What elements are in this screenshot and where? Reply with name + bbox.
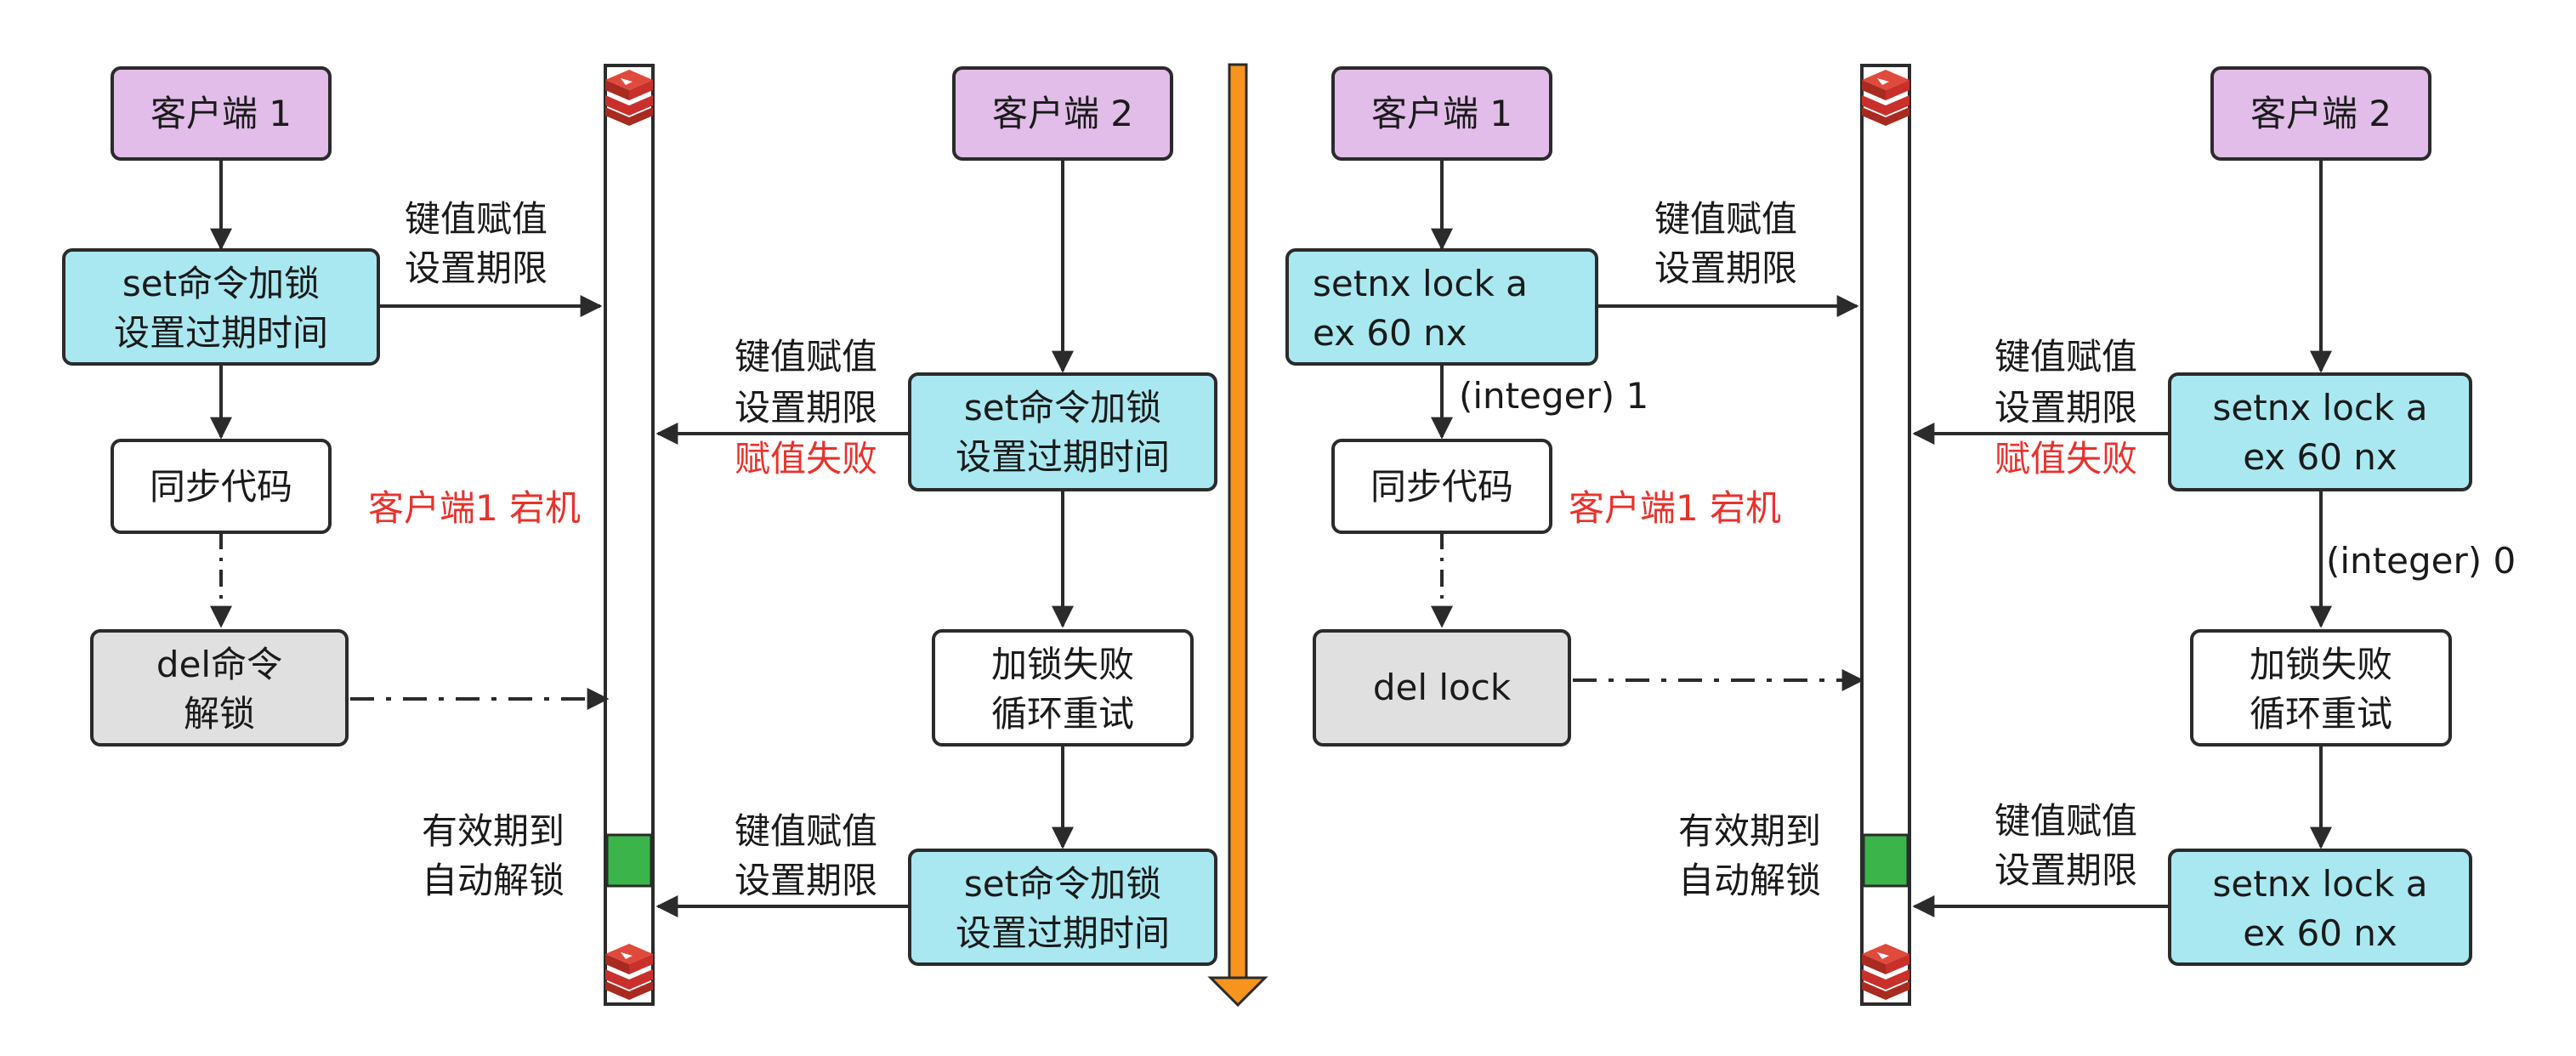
c1-del-line2: 解锁 bbox=[184, 693, 255, 735]
c1-del-line1: del命令 bbox=[156, 644, 282, 685]
expiry-label-line1: 有效期到 bbox=[1678, 810, 1821, 852]
left-panel: 客户端 1 set命令加锁 设置过期时间 键值赋值 设置期限 同步代码 客户端1… bbox=[62, 64, 1217, 1006]
expiry-label-line2: 自动解锁 bbox=[422, 860, 565, 901]
c1-del-label: del lock bbox=[1373, 667, 1512, 708]
right-panel: 客户端 1 setnx lock a ex 60 nx 键值赋值 设置期限 (i… bbox=[1285, 64, 2516, 1006]
c1-arrow-label-line2: 设置期限 bbox=[405, 247, 548, 289]
c2-arrow-label-line2: 设置期限 bbox=[1994, 387, 2137, 429]
c2-retry-line1: 加锁失败 bbox=[991, 644, 1134, 685]
c1-crash-label: 客户端1 宕机 bbox=[1569, 487, 1781, 529]
c1-del-box bbox=[90, 629, 349, 747]
c2-fail-label: 赋值失败 bbox=[735, 438, 877, 480]
c2-set-command2-line1: set命令加锁 bbox=[964, 863, 1161, 905]
c2-setnx-command2-box bbox=[2168, 849, 2472, 966]
c2-setnx2-line1: setnx lock a bbox=[2213, 863, 2428, 905]
c2-retry-line2: 循环重试 bbox=[991, 693, 1134, 735]
c1-sync-label: 同步代码 bbox=[1370, 466, 1513, 508]
c2-arrow-label2-line1: 键值赋值 bbox=[1994, 800, 2137, 842]
c2-retry-line2: 循环重试 bbox=[2250, 693, 2392, 735]
orange-divider-arrow bbox=[1207, 63, 1268, 1008]
c2-set-command-line2: 设置过期时间 bbox=[956, 436, 1170, 478]
expiry-label-line1: 有效期到 bbox=[422, 810, 565, 852]
c2-arrow-label-line2: 设置期限 bbox=[735, 387, 877, 429]
redis-logo-icon bbox=[1862, 944, 1909, 1000]
c1-arrow-label-line2: 设置期限 bbox=[1654, 247, 1797, 289]
c2-set-command2-line2: 设置过期时间 bbox=[956, 912, 1170, 954]
c2-setnx2-line2: ex 60 nx bbox=[2243, 912, 2397, 954]
c2-arrow-label2-line2: 设置期限 bbox=[1994, 849, 2137, 891]
c2-arrow-label2-line2: 设置期限 bbox=[735, 860, 877, 901]
client1-label: 客户端 1 bbox=[1371, 93, 1512, 134]
c1-set-command-line2: 设置过期时间 bbox=[114, 312, 328, 354]
c1-setnx-line1: setnx lock a bbox=[1313, 263, 1528, 304]
c2-reply-label: (integer) 0 bbox=[2326, 540, 2516, 582]
c1-crash-label: 客户端1 宕机 bbox=[368, 487, 581, 529]
c2-set-command-line1: set命令加锁 bbox=[964, 387, 1161, 429]
redis-logo-icon bbox=[605, 944, 653, 1000]
c2-arrow-label2-line1: 键值赋值 bbox=[735, 810, 877, 852]
client1-label: 客户端 1 bbox=[150, 93, 292, 134]
redis-logo-icon bbox=[1862, 70, 1909, 126]
c2-arrow-label-line1: 键值赋值 bbox=[735, 336, 877, 378]
expiry-block bbox=[605, 833, 653, 888]
c1-set-command-line1: set命令加锁 bbox=[122, 263, 320, 304]
c2-setnx-line2: ex 60 nx bbox=[2243, 436, 2397, 478]
c1-reply-label: (integer) 1 bbox=[1459, 375, 1648, 417]
client2-label: 客户端 2 bbox=[992, 93, 1133, 134]
c1-del-box bbox=[1313, 629, 1571, 747]
c2-set-command2-box bbox=[908, 849, 1217, 966]
c2-fail-label: 赋值失败 bbox=[1994, 438, 2137, 480]
expiry-block bbox=[1862, 833, 1909, 888]
c2-setnx-line1: setnx lock a bbox=[2213, 387, 2428, 429]
c2-retry-line1: 加锁失败 bbox=[2250, 644, 2392, 685]
c1-setnx-line2: ex 60 nx bbox=[1313, 312, 1467, 354]
redis-logo-icon bbox=[605, 70, 653, 126]
c1-arrow-label-line1: 键值赋值 bbox=[405, 198, 548, 240]
expiry-label-line2: 自动解锁 bbox=[1678, 860, 1821, 901]
c1-sync-label: 同步代码 bbox=[150, 466, 292, 508]
c2-arrow-label-line1: 键值赋值 bbox=[1994, 336, 2137, 378]
c1-arrow-label-line1: 键值赋值 bbox=[1654, 198, 1797, 240]
client2-label: 客户端 2 bbox=[2250, 93, 2392, 134]
